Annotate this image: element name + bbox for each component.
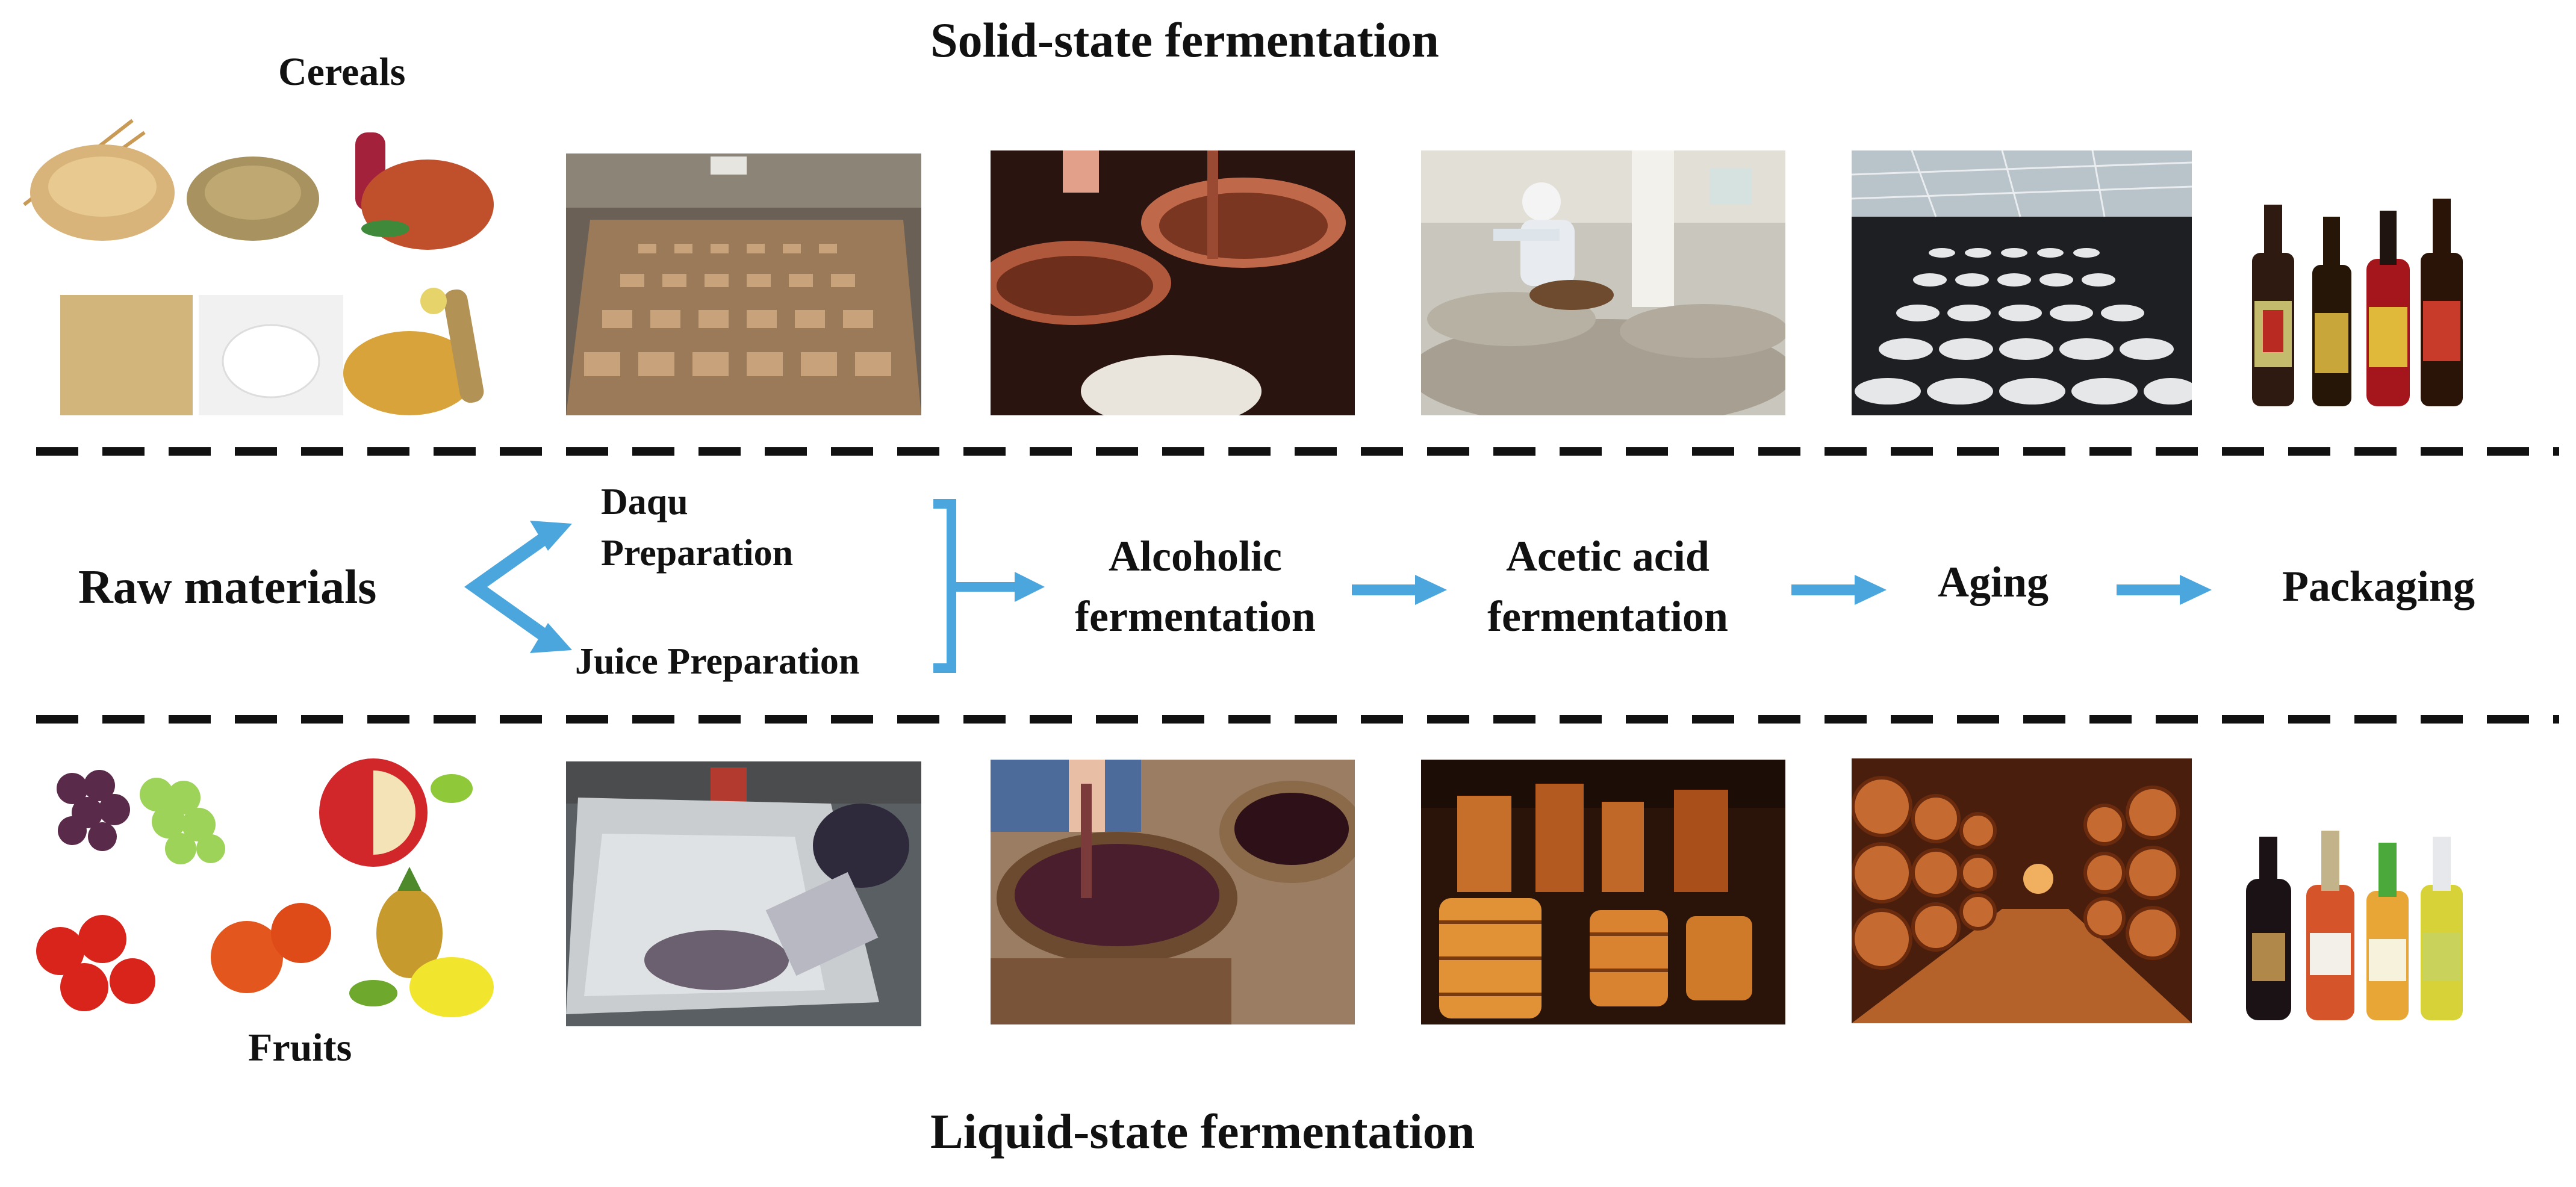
vinegar-bottles-photo (2240, 199, 2469, 409)
cereal-grains-photo (12, 108, 506, 421)
daqu-label-line1: Daqu (601, 482, 688, 522)
wooden-vats-cellar-photo (1421, 760, 1785, 1024)
acetic-label-line1: Acetic acid (1506, 532, 1710, 580)
acetic-label-line2: fermentation (1487, 592, 1728, 640)
liquid-state-title: Liquid-state fermentation (930, 1104, 1475, 1159)
fruits-label: Fruits (248, 1026, 352, 1070)
raw-materials-label: Raw materials (78, 561, 377, 614)
aging-label: Aging (1937, 558, 2049, 606)
arrow-to-aging-icon (1791, 575, 1887, 605)
top-dashed-divider (36, 447, 2559, 456)
cereals-label: Cereals (278, 50, 406, 94)
alcoholic-label-line2: fermentation (1075, 592, 1316, 640)
split-arrow-icon (464, 521, 572, 653)
fruits-photo (36, 752, 500, 1029)
clay-jar-fermentation-photo (991, 150, 1355, 415)
worker-stirring-vats-photo (1421, 150, 1785, 415)
alcoholic-label-line1: Alcoholic (1109, 532, 1282, 580)
bottom-dashed-divider (36, 715, 2559, 724)
packaging-label: Packaging (2282, 562, 2475, 610)
arrow-to-packaging-icon (2117, 575, 2212, 605)
juice-press-photo (566, 761, 921, 1026)
grape-barrel-fermentation-photo (991, 760, 1355, 1024)
arrow-to-acetic-icon (1352, 575, 1447, 605)
aging-jars-greenhouse-photo (1852, 150, 2192, 415)
daqu-label-line2: Preparation (601, 533, 794, 574)
juice-preparation-label: Juice Preparation (575, 641, 860, 682)
merge-bracket-arrow-icon (933, 499, 1045, 673)
barrel-cellar-photo (1852, 758, 2192, 1023)
fruit-vinegar-bottles-photo (2240, 825, 2469, 1023)
daqu-bricks-photo (566, 153, 921, 415)
solid-state-title: Solid-state fermentation (930, 13, 1439, 67)
